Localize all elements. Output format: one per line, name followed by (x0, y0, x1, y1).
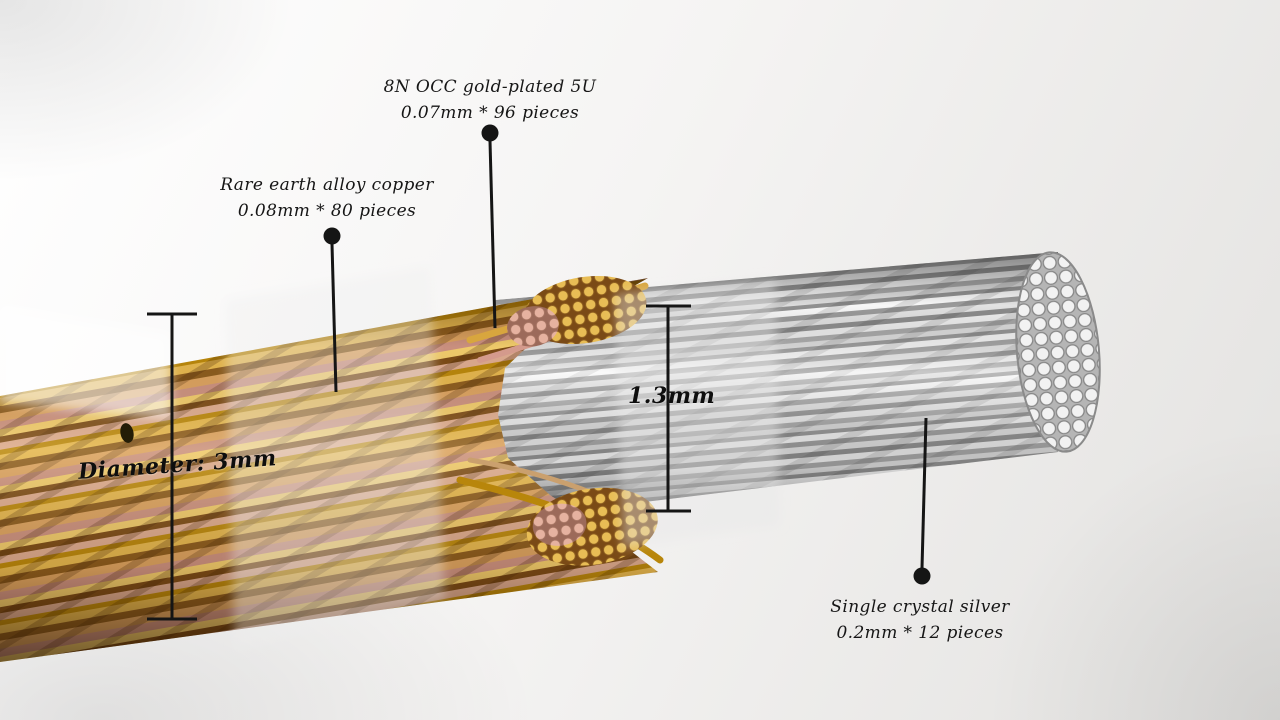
label-copper-line1: Rare earth alloy copper (220, 175, 434, 195)
label-core-diameter: 1.3mm (628, 383, 716, 409)
label-gold-plated-line1: 8N OCC gold-plated 5U (383, 77, 597, 97)
callout-line-copper (330, 243, 338, 393)
diameter-marker-dot (120, 423, 134, 443)
label-gold-plated: 8N OCC gold-plated 5U 0.07mm * 96 pieces (384, 74, 597, 126)
label-copper-line2: 0.08mm * 80 pieces (237, 201, 417, 221)
label-copper: Rare earth alloy copper 0.08mm * 80 piec… (220, 172, 434, 224)
label-silver: Single crystal silver 0.2mm * 12 pieces (830, 594, 1009, 646)
callout-line-silver (920, 417, 928, 569)
cable-end-face (1015, 251, 1101, 453)
label-silver-line2: 0.2mm * 12 pieces (836, 623, 1004, 643)
callout-dot-silver (913, 567, 931, 585)
core-dimension-line (646, 304, 691, 513)
label-gold-plated-line2: 0.07mm * 96 pieces (400, 103, 580, 123)
translucent-jacket (0, 266, 780, 650)
annotation-overlay (120, 124, 931, 621)
callout-line-gold (488, 140, 497, 329)
callout-dot-copper (323, 227, 341, 245)
diameter-dimension-line (120, 312, 197, 621)
label-silver-line1: Single crystal silver (830, 597, 1010, 617)
callout-dot-gold (481, 124, 499, 142)
